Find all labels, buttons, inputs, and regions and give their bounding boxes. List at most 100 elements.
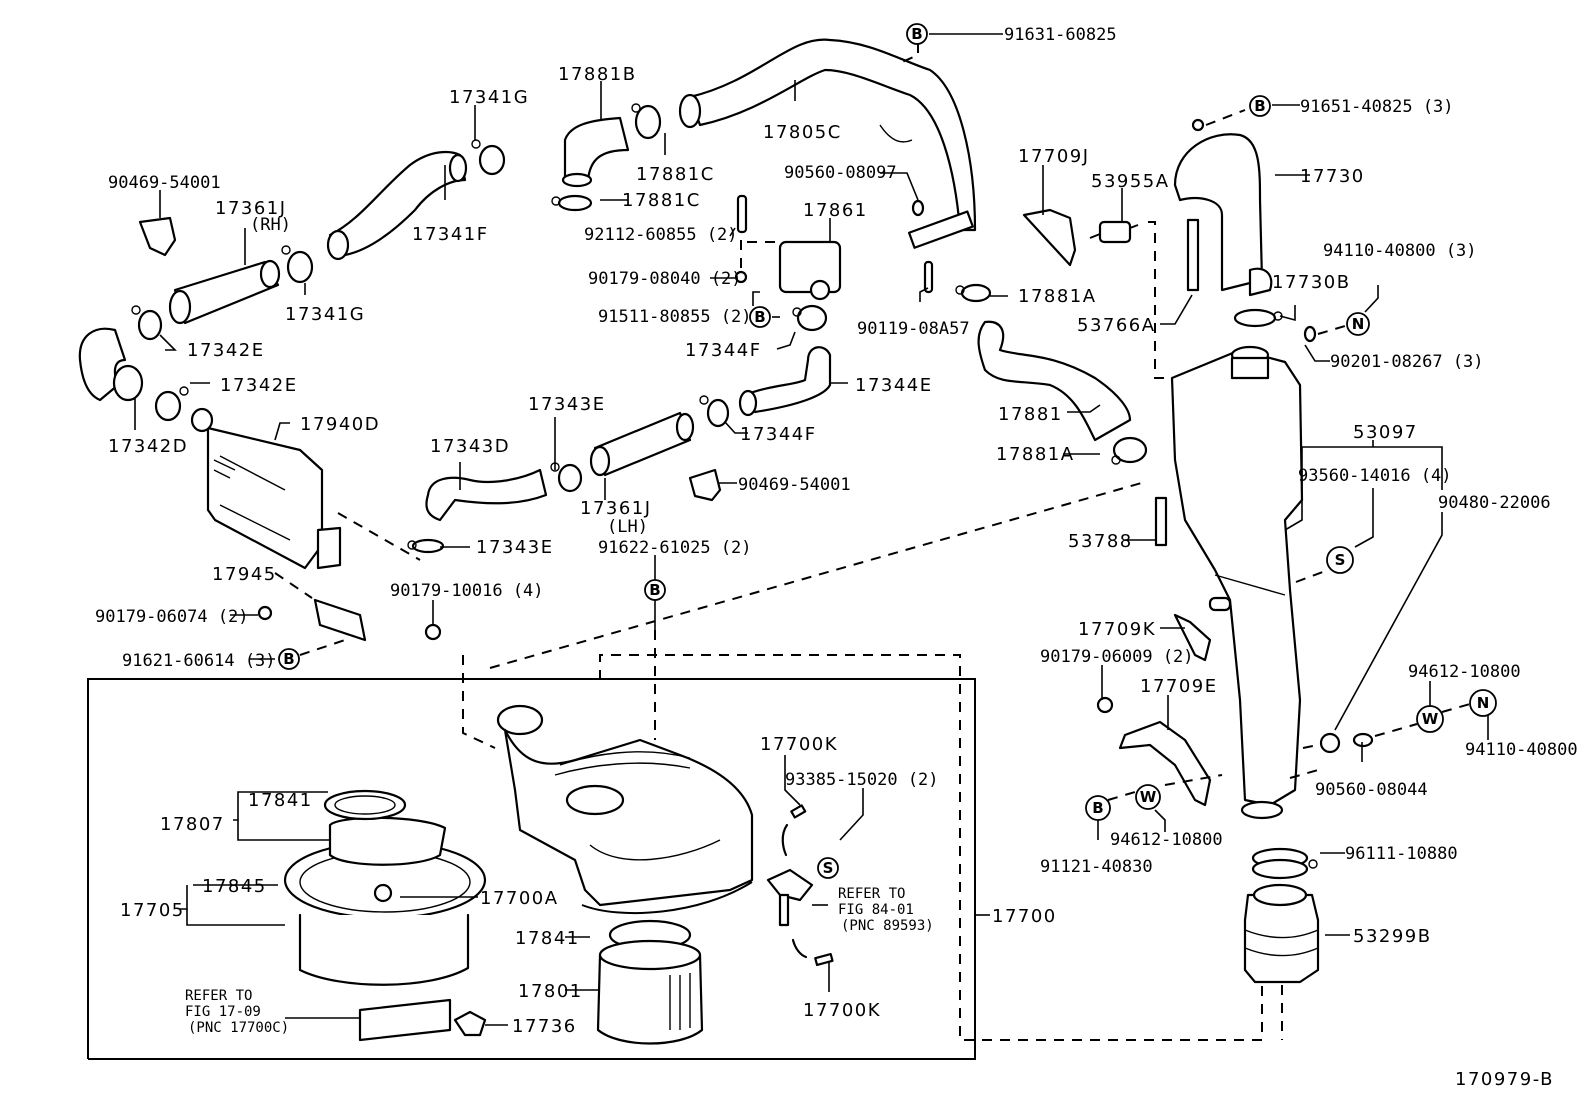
bracket-17709j [1022, 208, 1077, 267]
hose-17700k-a [781, 804, 807, 857]
label-17730: 17730 [1300, 166, 1365, 187]
hose-clamp-17343e-b [407, 538, 445, 554]
part-labels: 17881B 17805C 91631-60825 17341G 17881C … [95, 25, 1578, 1090]
note-refer-17-09-line1: REFER TO [185, 988, 252, 1004]
label-17342d: 17342D [108, 436, 188, 457]
label-17881c-b: 17881C [622, 190, 701, 211]
bracket-17709k [1173, 613, 1212, 662]
plate-17945 [313, 598, 367, 642]
label-plate-17700c [358, 998, 452, 1042]
hose-clamp-96111-10880 [1251, 847, 1318, 880]
label-17841-a: 17841 [248, 790, 313, 811]
svg-text:W: W [1140, 788, 1157, 806]
air-duct-17730 [1173, 118, 1273, 297]
label-17344f-b: 17344F [740, 424, 817, 445]
label-17342e-a: 17342E [187, 340, 265, 361]
label-17861: 17861 [803, 200, 868, 221]
nut-90179-06009 [1096, 696, 1114, 714]
note-refer-17-09-line3: (PNC 17700C) [188, 1020, 289, 1036]
hose-clamp-17881a-a [955, 283, 992, 303]
label-91631-60825: 91631-60825 [1004, 25, 1117, 45]
bellows-53299b [1243, 883, 1320, 984]
label-rh: (RH) [250, 215, 291, 235]
hose-clamp-17341g-top [471, 139, 506, 176]
hose-clamp-17881c-a [631, 103, 662, 140]
valve-53955a [1089, 220, 1139, 244]
bolt-92112-60855 [736, 194, 748, 234]
svg-text:B: B [649, 581, 660, 599]
label-91621-60614: 91621-60614 (3) [122, 651, 276, 671]
label-17845: 17845 [202, 876, 267, 897]
hose-17343d [425, 468, 548, 522]
label-94110-40800-a: 94110-40800 (3) [1323, 241, 1477, 261]
hose-clamp-17342e-a [131, 305, 163, 341]
svg-text:B: B [283, 650, 294, 668]
note-refer-84-01-line3: (PNC 89593) [841, 918, 934, 934]
elbow-hose-17342d [78, 327, 144, 402]
label-53299b: 53299B [1353, 926, 1432, 947]
svg-text:S: S [1335, 551, 1346, 569]
label-93560-14016: 93560-14016 (4) [1298, 466, 1452, 486]
symbol-b-91121: B [1085, 795, 1111, 821]
filter-element-17801 [596, 919, 704, 1045]
resonator-tank-53097 [1170, 345, 1304, 820]
label-53955a: 53955A [1091, 171, 1170, 192]
bolt-90179-06074 [257, 605, 273, 621]
note-refer-84-01-line2: FIG 84-01 [838, 902, 914, 918]
label-17344f-a: 17344F [685, 340, 762, 361]
pipe-17361j-lh [589, 411, 695, 477]
svg-text:N: N [1352, 315, 1365, 333]
hose-clamp-17344f-a [792, 304, 828, 332]
nut-90179-08040 [734, 270, 748, 284]
hose-clamp-17341g-mid [281, 245, 314, 284]
bracket-53766a [1186, 218, 1200, 292]
label-17945: 17945 [212, 564, 277, 585]
label-53766a: 53766A [1077, 315, 1156, 336]
label-17341g-top: 17341G [449, 87, 529, 108]
label-17361j-rh: 17361J [215, 198, 287, 219]
label-17341f: 17341F [412, 224, 489, 245]
svg-text:W: W [1422, 710, 1439, 728]
label-17709j: 17709J [1018, 146, 1090, 167]
air-cleaner-cap-17705 [283, 789, 487, 986]
bracket-17709e [1118, 720, 1212, 807]
label-92112-60855: 92112-60855 (2) [584, 225, 738, 245]
svg-text:S: S [823, 859, 834, 877]
label-17700a: 17700A [480, 888, 559, 909]
leader-lines [134, 33, 1489, 1026]
symbol-b-91511: B [749, 306, 771, 328]
label-17730b: 17730B [1272, 272, 1351, 293]
label-17343e-b: 17343E [476, 537, 554, 558]
label-17940d: 17940D [300, 414, 380, 435]
label-17343d: 17343D [430, 436, 510, 457]
label-17342e-b: 17342E [220, 375, 298, 396]
hose-17700k-b [791, 938, 834, 967]
label-17881a-a: 17881A [1018, 286, 1097, 307]
label-91622-61025: 91622-61025 (2) [598, 538, 752, 558]
bracket-53788 [1154, 496, 1168, 547]
bolt-90119-08a57 [923, 260, 934, 294]
symbol-b-91651: B [1249, 95, 1271, 117]
label-94612-10800-a: 94612-10800 [1408, 662, 1521, 682]
label-17736: 17736 [512, 1016, 577, 1037]
label-91511-80855: 91511-80855 (2) [598, 307, 752, 327]
grommet-90560-08044 [1352, 732, 1374, 748]
symbol-s-93560: S [1326, 546, 1354, 574]
hose-17344e [738, 346, 832, 417]
label-90560-08044: 90560-08044 [1315, 780, 1428, 800]
label-96111-10880: 96111-10880 [1345, 844, 1458, 864]
label-17805c: 17805C [763, 122, 842, 143]
symbol-b-91622: B [644, 579, 666, 601]
svg-text:B: B [754, 308, 765, 326]
hose-clamp-17881a-b [1111, 436, 1148, 465]
label-90119-08a57: 90119-08A57 [857, 319, 970, 339]
symbol-n-94110-a: N [1346, 312, 1370, 336]
pipe-17361j-rh [168, 259, 281, 325]
symbol-w-94612-a: W [1416, 705, 1444, 733]
note-refer-17-09-line2: FIG 17-09 [185, 1004, 261, 1020]
symbol-s-93385: S [817, 857, 839, 879]
label-17700k-b: 17700K [803, 1000, 881, 1021]
nut-90179-10016 [424, 623, 442, 641]
label-91121-40830: 91121-40830 [1040, 857, 1153, 877]
